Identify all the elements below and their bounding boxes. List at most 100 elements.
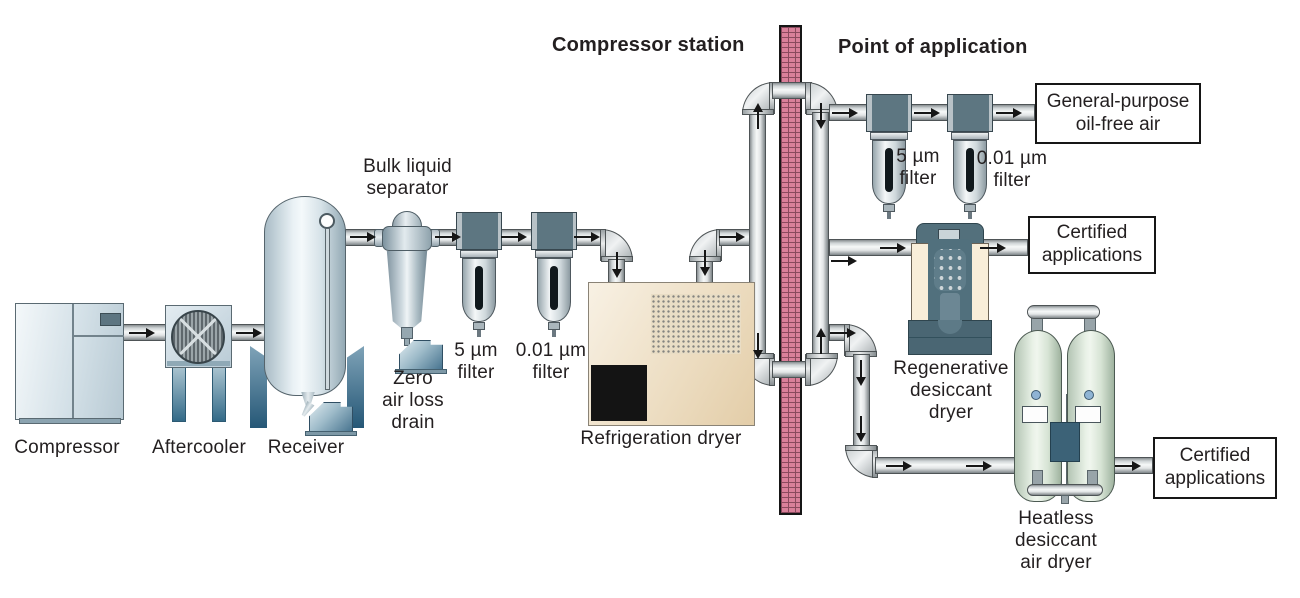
receiver-drain-fitting <box>301 392 315 405</box>
compressor-base <box>19 418 121 424</box>
receiver-auto-drain <box>309 402 353 432</box>
brick-wall-divider <box>779 25 802 515</box>
flow-arrow-down-icon <box>856 416 866 442</box>
separator-cap <box>392 211 422 227</box>
pipe-right-riser <box>812 112 829 362</box>
filter-drain-tip <box>548 322 560 330</box>
filter-drain-tip <box>473 322 485 330</box>
flow-arrow-right-icon <box>996 108 1022 118</box>
compressor-panel-seam <box>73 335 124 337</box>
heatless-sight-dot <box>1084 390 1094 400</box>
regenerative-desiccant-dryer-label: Regenerative desiccant dryer <box>893 358 1009 424</box>
flow-arrow-down-icon <box>612 252 622 278</box>
elbow-underwall-right <box>805 353 838 386</box>
regen-tower-right <box>971 243 989 325</box>
separator-body <box>386 251 428 329</box>
filter-head <box>947 94 993 132</box>
heatless-valve-block <box>1050 422 1080 462</box>
receiver-leg <box>250 346 267 428</box>
filter-drain-stem <box>968 212 972 219</box>
bulk-liquid-separator-label: Bulk liquid separator <box>363 156 452 200</box>
point-of-application-header: Point of application <box>838 36 1028 58</box>
station-filter-001um-unit <box>531 212 577 338</box>
separator-drain-stem <box>404 338 410 346</box>
zero-air-loss-drain-base <box>395 369 447 374</box>
filter-ring <box>460 250 498 258</box>
filter-ring <box>951 132 989 140</box>
flow-arrow-down-icon <box>753 333 763 359</box>
aftercooler-label: Aftercooler <box>151 437 247 458</box>
refrigeration-dryer-unit <box>588 282 755 426</box>
certified-applications-box-top: Certified applications <box>1028 216 1156 274</box>
filter-sight-glass <box>475 266 483 310</box>
flow-arrow-up-icon <box>753 103 763 129</box>
flow-arrow-down-icon <box>816 103 826 129</box>
dryer-panel <box>591 365 647 421</box>
heatless-nameplate <box>1075 406 1101 423</box>
receiver-gauge-knob <box>319 213 335 229</box>
heatless-sight-dot <box>1031 390 1041 400</box>
certified-applications-box-bottom: Certified applications <box>1153 437 1277 499</box>
regenerative-desiccant-dryer-unit <box>908 223 992 355</box>
filter-sight-glass <box>966 148 974 192</box>
regen-base-arch <box>938 320 962 334</box>
station-filter-5um-label: 5 µm filter <box>454 340 498 384</box>
filter-head <box>531 212 577 250</box>
flow-arrow-right-icon <box>980 243 1006 253</box>
filter-drain-tip <box>964 204 976 212</box>
flow-arrow-right-icon <box>350 232 376 242</box>
flow-arrow-right-icon <box>966 461 992 471</box>
refrigeration-dryer-label: Refrigeration dryer <box>580 428 742 449</box>
receiver-tank <box>264 196 346 396</box>
receiver-auto-drain-base <box>305 431 357 436</box>
heatless-nameplate <box>1022 406 1048 423</box>
flow-arrow-right-icon <box>236 328 262 338</box>
poa-filter-001um-unit <box>947 94 993 220</box>
heatless-manifold-drop <box>1061 495 1069 504</box>
flow-arrow-right-icon <box>719 232 745 242</box>
flow-arrow-right-icon <box>832 108 858 118</box>
flow-arrow-right-icon <box>914 108 940 118</box>
flow-arrow-right-icon <box>574 232 600 242</box>
poa-filter-5um-unit <box>866 94 912 220</box>
zero-air-loss-drain-label: Zero air loss drain <box>382 368 444 434</box>
filter-head <box>866 94 912 132</box>
separator-collar <box>382 226 432 251</box>
filter-drain-stem <box>477 330 481 337</box>
compressor-display <box>100 313 121 326</box>
regen-tower-left <box>911 243 929 325</box>
filter-sight-glass <box>550 266 558 310</box>
compressor-label: Compressor <box>14 437 120 458</box>
flow-arrow-right-icon <box>831 256 857 266</box>
compressor-panel-seam <box>72 304 74 419</box>
filter-head <box>456 212 502 250</box>
flow-arrow-up-icon <box>816 328 826 354</box>
poa-filter-5um-label: 5 µm filter <box>896 146 940 190</box>
station-filter-001um-label: 0.01 µm filter <box>515 340 587 384</box>
flow-arrow-right-icon <box>501 232 527 242</box>
filter-drain-stem <box>552 330 556 337</box>
flow-arrow-right-icon <box>880 243 906 253</box>
flow-arrow-right-icon <box>1115 461 1141 471</box>
aftercooler-leg <box>172 366 186 422</box>
dryer-vent-grid <box>651 294 741 354</box>
filter-ring <box>535 250 573 258</box>
receiver-dip-rod <box>325 228 330 390</box>
receiver-label: Receiver <box>267 437 345 458</box>
heatless-crossover-pipe <box>1027 305 1100 319</box>
flow-arrow-right-icon <box>830 328 856 338</box>
poa-filter-001um-label: 0.01 µm filter <box>976 148 1048 192</box>
heatless-desiccant-air-dryer-label: Heatless desiccant air dryer <box>1014 508 1098 574</box>
filter-drain-stem <box>887 212 891 219</box>
flow-arrow-right-icon <box>435 232 461 242</box>
regen-seam <box>909 337 991 338</box>
filter-drain-tip <box>883 204 895 212</box>
flow-arrow-right-icon <box>129 328 155 338</box>
filter-ring <box>870 132 908 140</box>
filter-sight-glass <box>885 148 893 192</box>
compressor-station-header: Compressor station <box>552 34 745 56</box>
flow-arrow-right-icon <box>886 461 912 471</box>
flow-arrow-down-icon <box>700 250 710 276</box>
general-purpose-oil-free-air-box: General-purpose oil-free air <box>1035 83 1201 144</box>
